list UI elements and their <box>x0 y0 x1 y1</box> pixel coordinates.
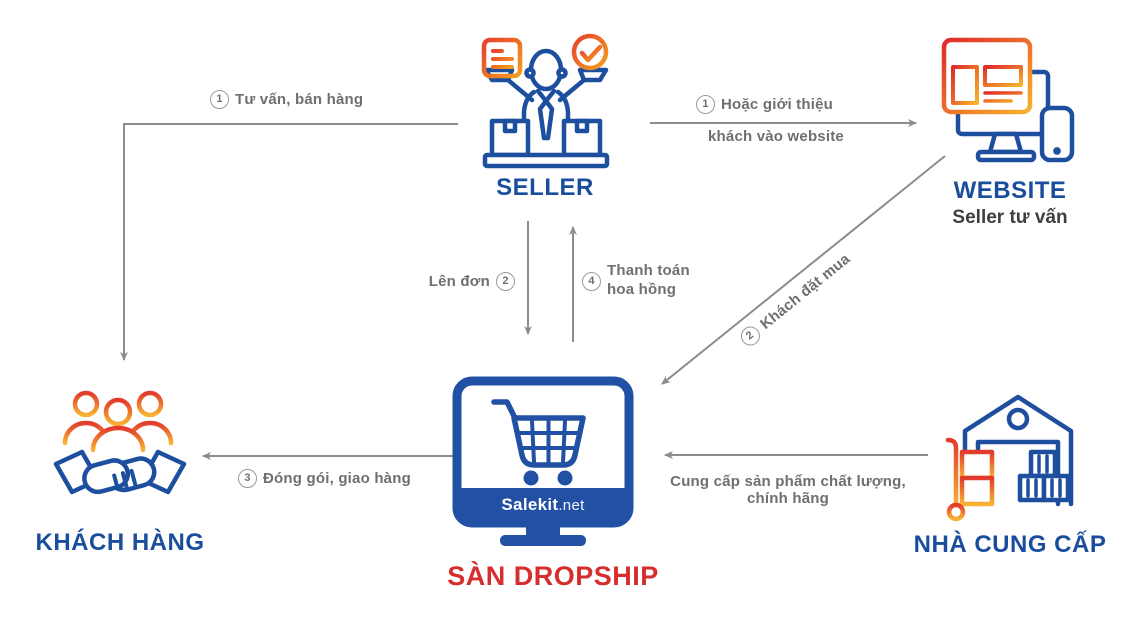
check-circle-icon <box>571 33 609 71</box>
step-circle: 4 <box>582 272 601 291</box>
dropship-label: SÀN DROPSHIP <box>447 561 659 591</box>
website-icon <box>941 37 1075 163</box>
step-circle: 3 <box>238 469 257 488</box>
brand-text: Salekit.net <box>457 495 629 515</box>
label-seller-to-dropship: Lên đơn 2 <box>420 272 515 291</box>
shopping-cart-icon <box>491 399 586 486</box>
label-dropship-to-seller: 4 Thanh toán hoa hồng <box>582 262 690 300</box>
seller-label: SELLER <box>496 174 594 201</box>
handshake-icon <box>53 449 187 495</box>
website-sublabel: Seller tư vấn <box>952 207 1068 228</box>
customers-icon <box>53 390 187 495</box>
phone-icon <box>1039 105 1075 163</box>
people-group-icon <box>62 390 174 453</box>
supplier-icon <box>945 394 1074 522</box>
document-icon <box>481 37 523 79</box>
browser-window-icon <box>941 37 1033 115</box>
label-seller-to-website-line1: 1 Hoặc giới thiệu <box>696 95 833 114</box>
arrow-seller-to-customer <box>120 123 458 361</box>
step-circle: 1 <box>696 95 715 114</box>
arrow-website-to-dropship <box>661 155 946 385</box>
dropship-monitor-icon <box>452 376 634 546</box>
brand-name: Salekit <box>501 495 559 514</box>
step-circle: 2 <box>496 272 515 291</box>
hand-truck-icon <box>945 437 995 522</box>
supplier-label: NHÀ CUNG CẤP <box>913 531 1107 558</box>
seller-icon <box>481 33 610 169</box>
step-circle: 1 <box>210 90 229 109</box>
website-label: WEBSITE <box>953 177 1067 204</box>
label-supplier-to-dropship: Cung cấp sản phẩm chất lượng, chính hãng <box>670 473 906 507</box>
label-dropship-to-customer: 3 Đóng gói, giao hàng <box>238 469 411 488</box>
brand-suffix: .net <box>558 497 585 514</box>
label-seller-to-customer: 1 Tư vấn, bán hàng <box>210 90 363 109</box>
brand-band <box>457 488 629 523</box>
label-seller-to-website-line2: khách vào website <box>708 128 844 145</box>
customer-label: KHÁCH HÀNG <box>35 529 205 556</box>
